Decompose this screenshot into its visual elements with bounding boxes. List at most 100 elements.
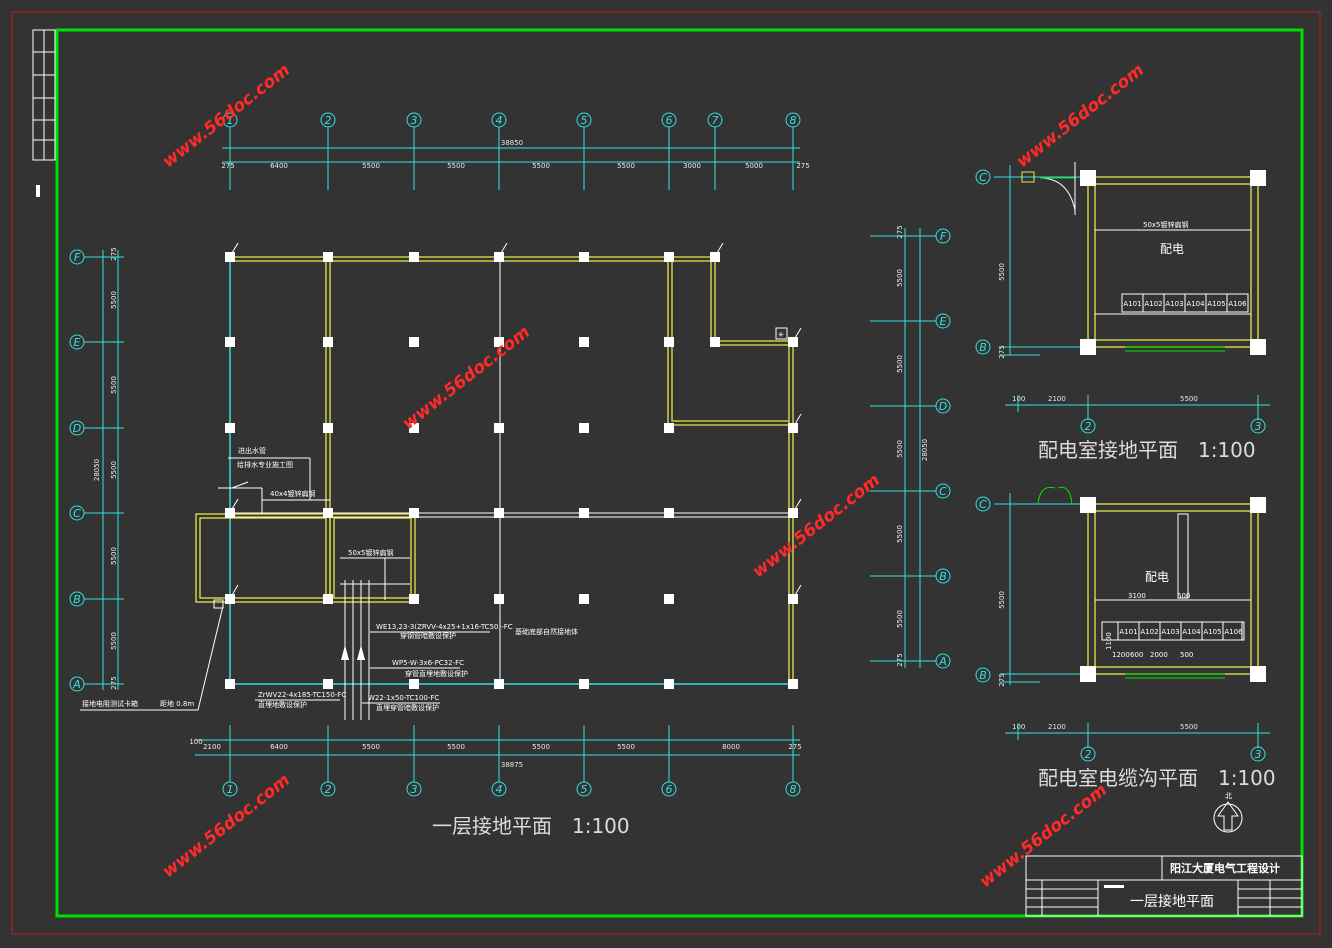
bottom-first: 100 [189,738,202,746]
room-axis-3: 3 [1255,420,1262,433]
switchgear-panel [1222,621,1245,641]
down-conductor-mark [231,498,239,510]
label-cable-zr: ZrWV22-4x185-TC150-FC [258,691,346,699]
column [788,423,798,433]
right-dim-text: 275 [896,653,904,666]
room-dim-5500: 5500 [1180,395,1198,403]
panel-label: A102 [1144,300,1162,308]
watermark-text: www.56doc.com [159,60,294,172]
down-conductor-mark [794,413,802,425]
bottom-dim-text: 5500 [447,743,465,751]
trench-dim-e: 2000 [1150,651,1168,659]
left-dim-text: 275 [110,676,118,689]
column [409,252,419,262]
top-dim-text: 275 [221,162,234,170]
bottom-axis-label: 8 [790,783,797,796]
left-axis-E: E [69,334,124,350]
down-conductor-mark [231,242,239,254]
column [409,679,419,689]
column [664,594,674,604]
column [579,508,589,518]
column [225,337,235,347]
label-cable-w22: W22-1x50-TC100-FC [368,694,439,702]
panel-label: A103 [1165,300,1183,308]
top-dim-text: 5500 [362,162,380,170]
switchgear-panel [1226,293,1249,313]
title-block: 阳江大厦电气工程设计 一层接地平面 [1025,855,1303,917]
top-axis-3: 3 [406,112,422,190]
column [323,594,333,604]
panel-label: A105 [1203,628,1221,636]
binding-strip [32,29,56,197]
top-axis-label: 1 [227,114,234,127]
column [225,508,235,518]
column [579,337,589,347]
outer-border [11,11,1321,935]
bottom-dim-text: 2100 [203,743,221,751]
bottom-axis-2: 2 [320,725,336,797]
column [579,423,589,433]
left-axis-label: A [72,678,81,691]
trench-plan-title: 配电室电缆沟平面 1:100 [1038,766,1276,790]
top-dim-text: 5500 [532,162,550,170]
watermarks: www.56doc.comwww.56doc.comwww.56doc.comw… [159,60,1148,892]
trench-dim-100: 100 [1012,723,1025,731]
right-axis-F: F [870,228,951,244]
panel-label: A102 [1140,628,1158,636]
trench-axis-2: 2 [1085,748,1092,761]
left-dim-text: 5500 [110,291,118,309]
top-axis-6: 6 [661,112,677,190]
panel-label: A106 [1228,300,1247,308]
column [323,679,333,689]
left-axis-label: B [73,593,81,606]
top-axis-5: 5 [576,112,592,190]
trench-dim-b: 600 [1177,592,1190,600]
right-axis-label: A [938,655,947,668]
column [664,423,674,433]
right-axis-C: C [870,483,951,499]
trench-axis-c: C [979,498,987,511]
label-water-note: 给排水专业施工图 [237,460,293,469]
bottom-dim-text: 275 [788,743,801,751]
down-conductor-mark [794,498,802,510]
right-axis-A: A [870,653,951,669]
top-axis-2: 2 [320,112,336,190]
column [710,252,720,262]
top-dim-text: 5500 [617,162,635,170]
right-dim-text: 5500 [896,440,904,458]
top-axis-label: 7 [712,114,719,127]
room-axis-2: 2 [1085,420,1092,433]
right-axis-label: E [940,315,947,328]
right-dim-text: 5500 [896,355,904,373]
room-axis-c: C [979,171,987,184]
column [494,423,504,433]
top-dim-text: 5000 [745,162,763,170]
bottom-dim-text: 5500 [362,743,380,751]
bottom-axis-label: 3 [411,783,418,796]
bottom-axis-5: 5 [576,725,592,797]
label-cable-zr-note: 直埋地敷设保护 [258,700,307,709]
left-dim-text: 5500 [110,376,118,394]
left-axis-B: B [69,591,124,607]
top-total: 38850 [501,139,523,147]
room-steel-label: 50x5镀锌扁钢 [1143,220,1189,229]
column [494,337,504,347]
panel-label: A103 [1161,628,1179,636]
trench-dim-5500: 5500 [1180,723,1198,731]
column [664,508,674,518]
top-dim-text: 6400 [270,162,288,170]
bottom-axis-label: 2 [325,783,332,796]
column [788,679,798,689]
column [323,423,333,433]
down-conductor-mark [716,242,724,254]
bottom-axis-3: 3 [406,725,422,797]
left-axis-label: E [74,336,81,349]
watermark-text: www.56doc.com [749,470,884,582]
column [323,337,333,347]
label-cable-wp-note: 穿管直埋地敷设保护 [405,669,468,678]
label-depth: 距地 0.8m [160,699,194,708]
watermark-text: www.56doc.com [976,780,1111,892]
trench-small-dim: 275 [998,673,1006,686]
